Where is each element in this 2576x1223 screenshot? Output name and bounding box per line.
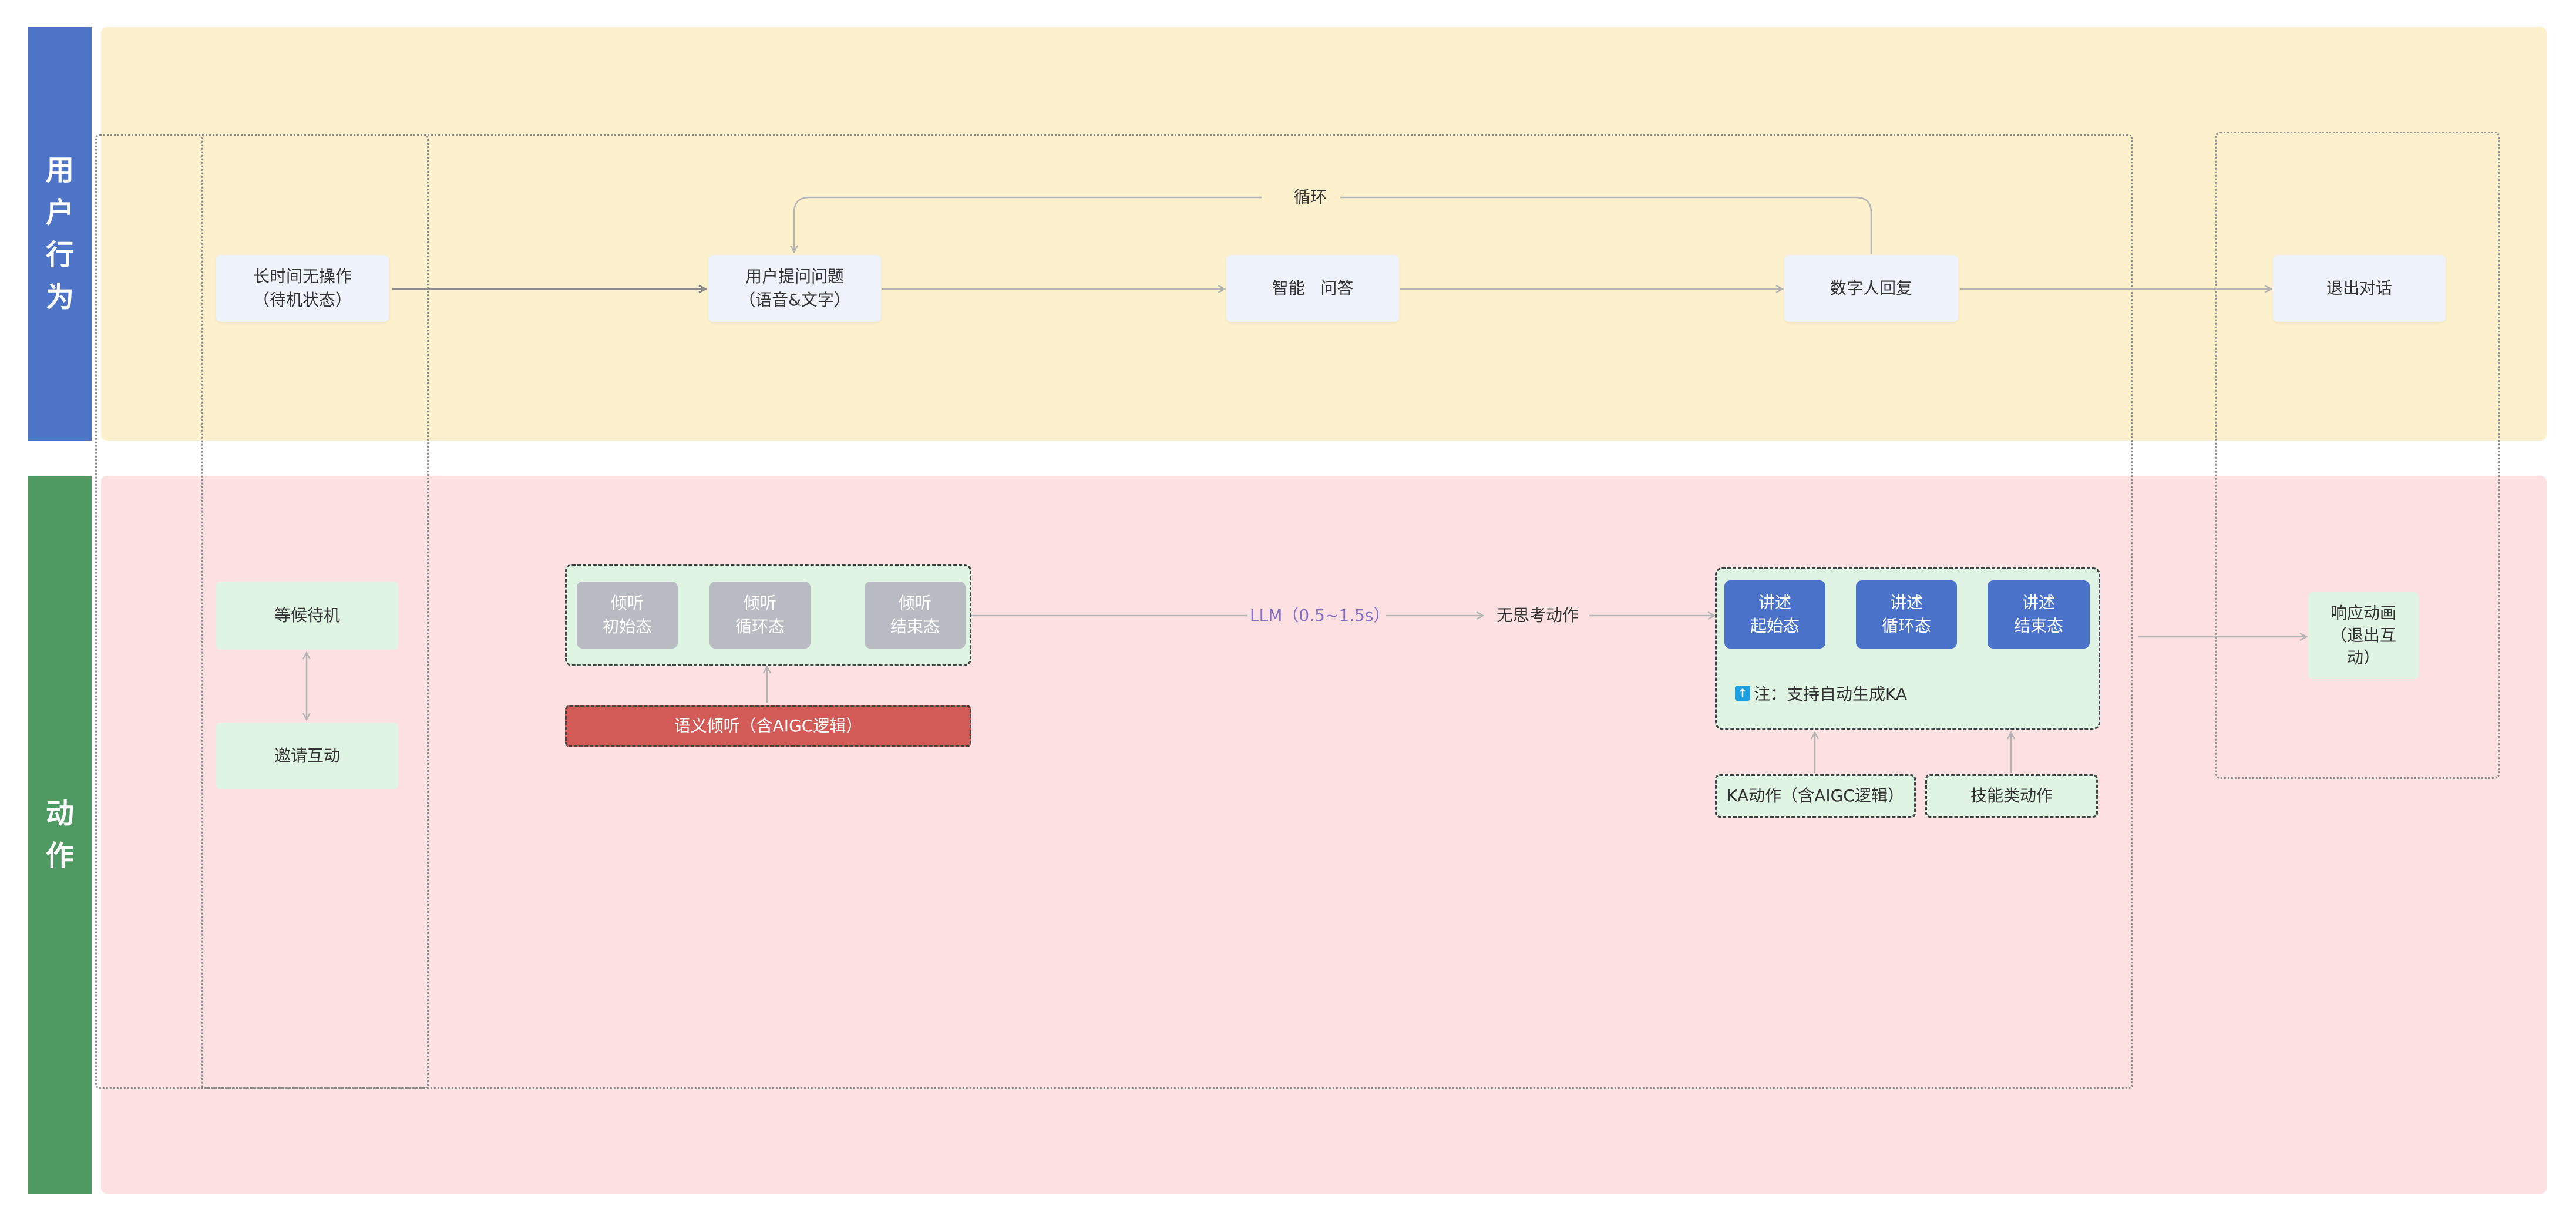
loop-label: 循环 bbox=[1293, 187, 1327, 207]
node-talk-end[interactable]: 讲述 结束态 bbox=[1988, 580, 2090, 649]
node-listen-end[interactable]: 倾听 结束态 bbox=[865, 582, 966, 649]
info-arrow-icon: ↑ bbox=[1735, 686, 1750, 701]
lane-action bbox=[101, 476, 2547, 1194]
lane-label-user-behavior-text: 用户行为 bbox=[45, 154, 74, 314]
node-listen-loop[interactable]: 倾听 循环态 bbox=[709, 582, 811, 649]
lane-label-action: 动作 bbox=[28, 476, 92, 1194]
no-think-action-label: 无思考动作 bbox=[1496, 606, 1579, 625]
lane-label-user-behavior: 用户行为 bbox=[28, 27, 92, 441]
node-talk-loop[interactable]: 讲述 循环态 bbox=[1856, 580, 1957, 649]
node-digital-reply[interactable]: 数字人回复 bbox=[1784, 255, 1958, 322]
node-listen-start[interactable]: 倾听 初始态 bbox=[577, 582, 678, 649]
lane-user-behavior bbox=[101, 27, 2547, 441]
node-semantic-listen[interactable]: 语义倾听（含AIGC逻辑） bbox=[565, 705, 971, 747]
node-smart-qa[interactable]: 智能 问答 bbox=[1226, 255, 1399, 322]
auto-ka-note-text: 注：支持自动生成KA bbox=[1754, 684, 1908, 704]
interaction-main-frame bbox=[95, 134, 2133, 1089]
node-ka-action[interactable]: KA动作（含AIGC逻辑） bbox=[1715, 774, 1916, 818]
arrow-loop-back bbox=[794, 196, 1872, 254]
node-wait-standby[interactable]: 等候待机 bbox=[216, 582, 398, 650]
node-idle[interactable]: 长时间无操作 （待机状态） bbox=[216, 255, 389, 322]
node-skill-action[interactable]: 技能类动作 bbox=[1925, 774, 2098, 818]
node-talk-start[interactable]: 讲述 起始态 bbox=[1724, 580, 1825, 649]
auto-ka-note: ↑ 注：支持自动生成KA bbox=[1735, 681, 1982, 705]
llm-latency-label: LLM（0.5~1.5s） bbox=[1250, 606, 1390, 625]
exit-column-frame bbox=[2215, 132, 2500, 779]
idle-column-frame bbox=[201, 134, 429, 1089]
lane-label-action-text: 动作 bbox=[45, 797, 74, 872]
node-response-animation[interactable]: 响应动画 （退出互 动） bbox=[2308, 592, 2419, 679]
node-user-ask[interactable]: 用户提问问题 （语音&文字） bbox=[708, 255, 881, 322]
node-invite-interact[interactable]: 邀请互动 bbox=[216, 723, 398, 789]
node-exit-dialog[interactable]: 退出对话 bbox=[2273, 255, 2446, 322]
